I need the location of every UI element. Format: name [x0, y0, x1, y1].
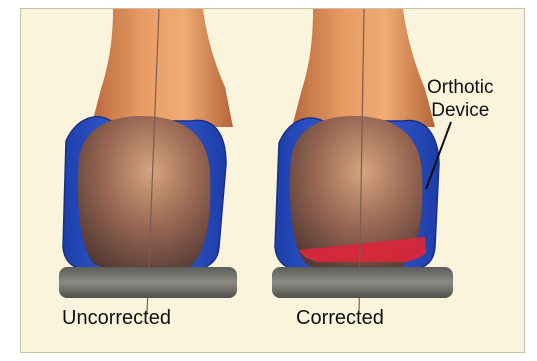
orthotic-device-label-line1: Orthotic [427, 76, 494, 99]
heel-orthotic-illustration [21, 9, 525, 353]
uncorrected-shoe-sole [59, 267, 237, 298]
uncorrected-foot [59, 9, 237, 314]
corrected-label: Corrected [296, 307, 384, 329]
corrected-foot [272, 9, 453, 314]
uncorrected-heel [78, 116, 210, 273]
uncorrected-label: Uncorrected [62, 307, 171, 329]
illustration-frame: Uncorrected Corrected Orthotic Device [20, 8, 525, 353]
corrected-shoe-sole [272, 267, 453, 298]
orthotic-device-label-line2: Device [427, 99, 494, 122]
orthotic-device-label: Orthotic Device [427, 76, 494, 122]
uncorrected-leg [91, 9, 233, 127]
